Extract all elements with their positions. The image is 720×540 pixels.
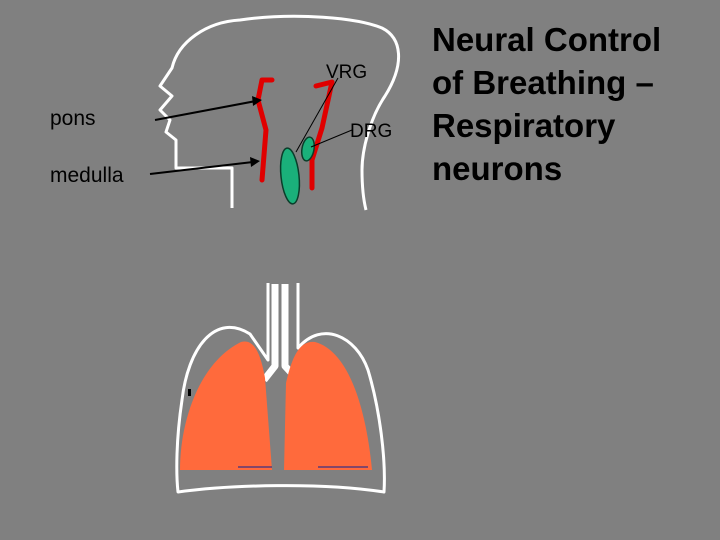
title-line: of Breathing –: [432, 64, 654, 101]
medulla-pointer: [149, 161, 254, 175]
pons-arrowhead: [252, 96, 262, 106]
dorsal-respiratory-group: [300, 136, 316, 162]
ventral-respiratory-group: [279, 147, 301, 205]
pons-pointer: [154, 100, 257, 121]
medulla-arrowhead: [250, 157, 260, 167]
vrg-pointer: [295, 77, 339, 153]
drg-label: DRG: [350, 121, 393, 142]
drg-pointer: [310, 129, 353, 148]
left-lung: [180, 341, 272, 470]
pathway-right: [309, 79, 335, 191]
pathway-left: [255, 77, 275, 183]
slide-title: Neural Control of Breathing – Respirator…: [432, 18, 717, 190]
title-line: Neural Control: [432, 21, 662, 58]
title-line: neurons: [432, 150, 563, 187]
chest-outline: [175, 283, 386, 494]
head-outline: [158, 14, 400, 211]
right-lung: [284, 341, 372, 470]
vrg-label: VRG: [326, 62, 368, 83]
title-line: Respiratory: [432, 107, 616, 144]
pons-label: pons: [50, 107, 96, 130]
marker-tick: [188, 389, 191, 396]
medulla-label: medulla: [50, 164, 124, 187]
